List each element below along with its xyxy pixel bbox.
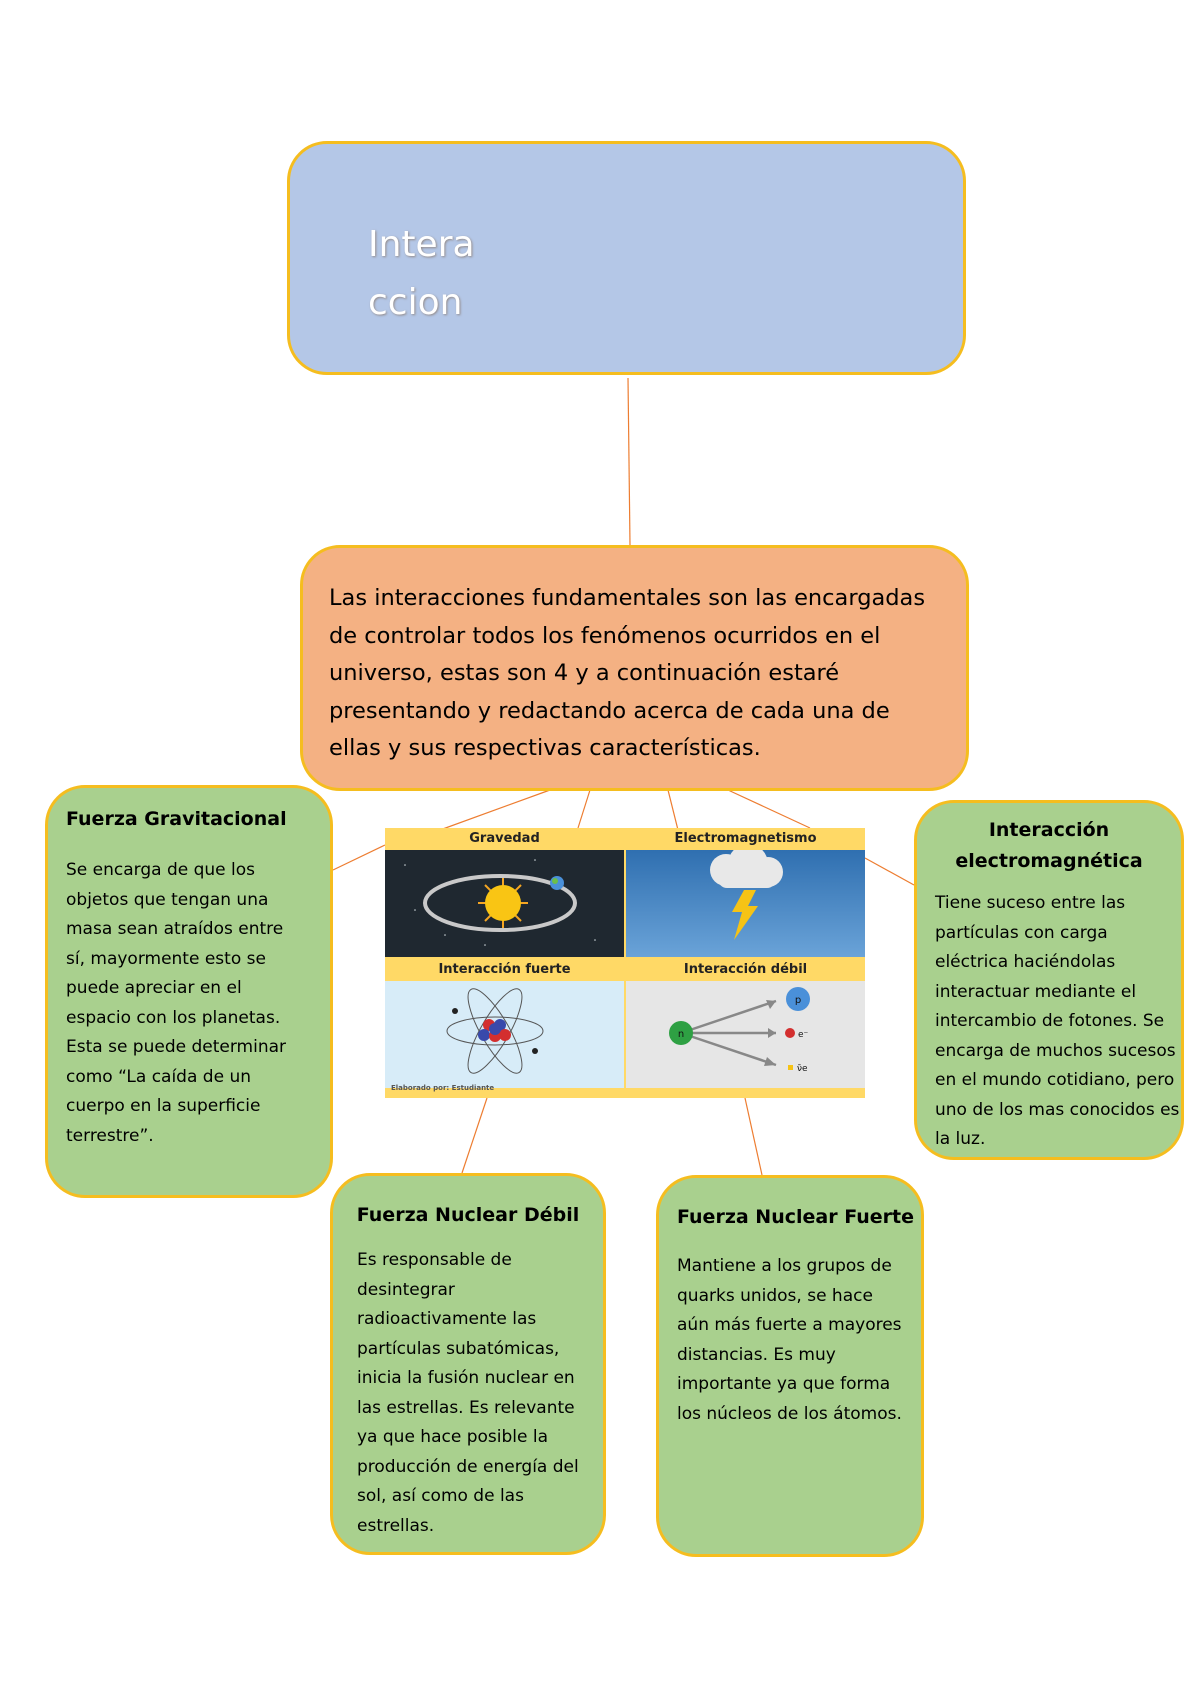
lightning-icon xyxy=(732,890,758,940)
diagram-title: Interaccion xyxy=(368,224,475,323)
connector-grav xyxy=(332,844,386,871)
panel-electromagnetismo xyxy=(626,850,865,957)
card-fuerza-gravitacional: Fuerza Gravitacional Se encarga de que l… xyxy=(45,785,333,1198)
panel-interaccion-fuerte xyxy=(385,981,624,1088)
panel-interaccion-debil: n p e⁻ ν̄e xyxy=(626,981,865,1088)
card-body: Es responsable de desintegrar radioactiv… xyxy=(357,1250,579,1536)
connector-debil xyxy=(461,1097,488,1174)
card-title: Fuerza Nuclear Fuerte xyxy=(677,1206,914,1228)
intro-box: Las interacciones fundamentales son las … xyxy=(300,545,969,791)
card-body: Tiene suceso entre las partículas con ca… xyxy=(935,893,1180,1149)
connector-intro-figure-1 xyxy=(439,789,551,831)
card-interaccion-electromagnetica: Interacción electromagnética Tiene suces… xyxy=(914,800,1184,1160)
forces-illustration: Gravedad Electromagnetismo xyxy=(385,828,865,1098)
panel-label-debil: Interacción débil xyxy=(683,962,808,977)
card-title: Interacción electromagnética xyxy=(955,819,1143,872)
panel-gravedad xyxy=(385,850,624,957)
panel-label-gravedad: Gravedad xyxy=(469,831,540,846)
intro-text: Las interacciones fundamentales son las … xyxy=(329,585,926,761)
figure-credit: Elaborado por: Estudiante xyxy=(391,1084,495,1092)
connector-intro-figure-2 xyxy=(577,789,591,829)
connector-intro-figure-4 xyxy=(727,789,811,829)
connector-title-intro xyxy=(627,377,631,546)
title-box: Interaccion xyxy=(287,141,966,375)
electron-icon xyxy=(785,1028,795,1038)
panel-label-fuerte: Interacción fuerte xyxy=(438,962,571,977)
neutron-label: n xyxy=(678,1029,684,1040)
antineutrino-label: ν̄e xyxy=(797,1064,808,1074)
electron-label: e⁻ xyxy=(798,1030,809,1040)
neutron-icon xyxy=(669,1021,693,1045)
connector-intro-figure-3 xyxy=(667,789,679,831)
card-title: Fuerza Nuclear Débil xyxy=(356,1204,580,1226)
card-fuerza-nuclear-debil: Fuerza Nuclear Débil Es responsable de d… xyxy=(330,1173,606,1555)
panel-label-electromagnetismo: Electromagnetismo xyxy=(674,831,817,846)
cloud-icon xyxy=(710,850,783,888)
card-body: Mantiene a los grupos de quarks unidos, … xyxy=(677,1256,902,1424)
antineutrino-icon xyxy=(788,1065,793,1070)
card-body: Se encarga de que los objetos que tengan… xyxy=(66,860,287,1146)
connector-em xyxy=(864,857,915,886)
card-fuerza-nuclear-fuerte: Fuerza Nuclear Fuerte Mantiene a los gru… xyxy=(656,1175,924,1557)
proton-icon xyxy=(786,987,810,1011)
proton-label: p xyxy=(795,995,801,1006)
connector-fuerte xyxy=(744,1097,763,1176)
card-title: Fuerza Gravitacional xyxy=(66,808,287,830)
